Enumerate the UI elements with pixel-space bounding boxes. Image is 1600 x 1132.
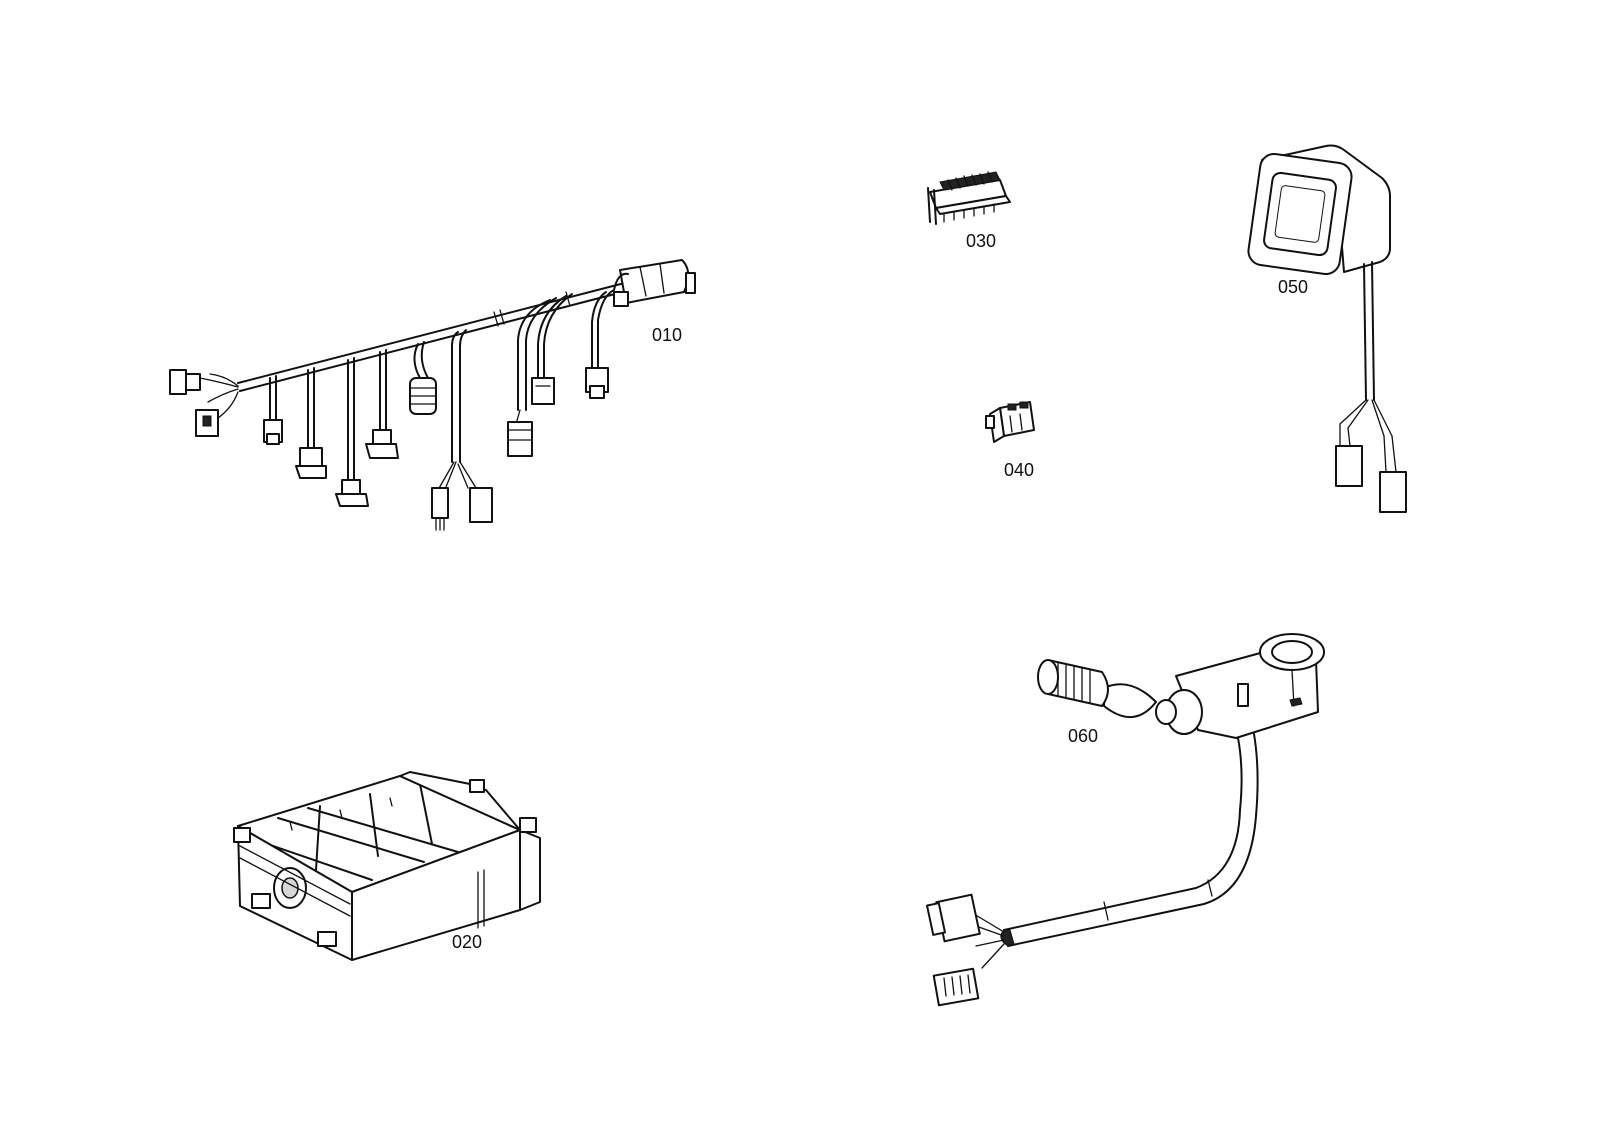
part-040-small-connector[interactable]	[985, 401, 1035, 443]
label-060: 060	[1068, 726, 1098, 746]
part-060-joystick[interactable]	[926, 633, 1325, 1007]
label-050: 050	[1278, 277, 1308, 297]
part-050-display-module[interactable]	[1247, 144, 1407, 513]
part-030-connector-strip[interactable]	[927, 171, 1011, 225]
part-020-control-unit[interactable]	[233, 771, 541, 961]
label-020: 020	[452, 932, 482, 952]
label-010: 010	[652, 325, 682, 345]
label-040: 040	[1004, 460, 1034, 480]
label-030: 030	[966, 231, 996, 251]
part-010-wire-harness[interactable]	[169, 259, 696, 531]
